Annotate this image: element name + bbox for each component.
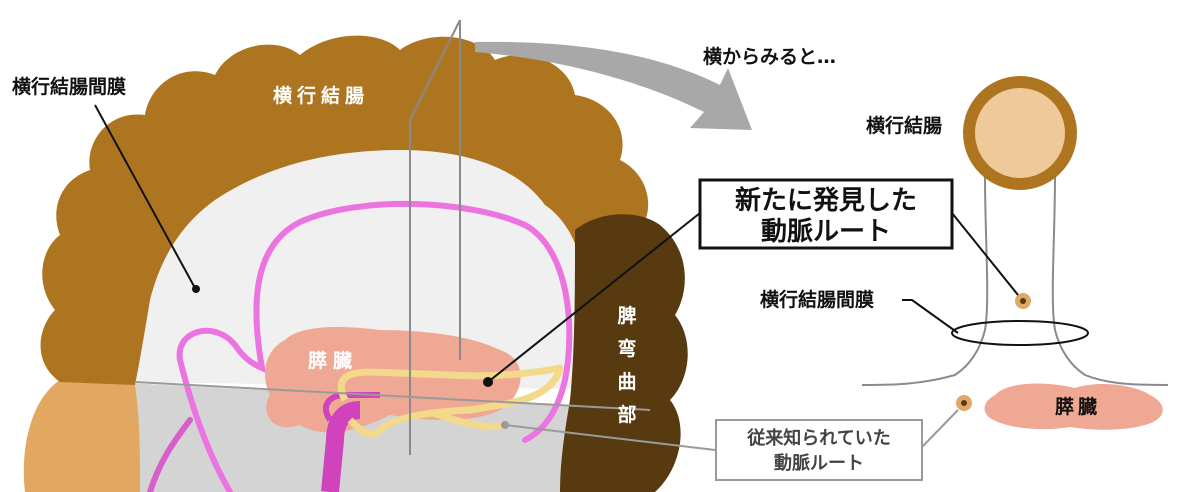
front-view: 横行結腸間膜 横行結腸 膵臓 脾 弯 曲 部 xyxy=(12,19,716,492)
transverse-colon-arc xyxy=(40,35,649,385)
known-route-text-line1: 従来知られていた xyxy=(746,427,890,449)
mesocolon-left-line xyxy=(861,174,989,386)
new-route-callout: 新たに発見した 動脈ルート xyxy=(698,178,954,250)
side-view-arrow xyxy=(475,41,752,130)
mesocolon-right-line xyxy=(1051,174,1169,386)
label-transverse-colon-left: 横行結腸 xyxy=(273,84,369,107)
dot-new-route xyxy=(483,377,493,387)
label-side-view: 横からみると… xyxy=(703,45,836,68)
label-transverse-colon-right: 横行結腸 xyxy=(866,114,942,137)
new-artery-route-lower xyxy=(428,408,506,430)
dot-mesocolon-left xyxy=(192,285,200,293)
leader-known-box-to-dot xyxy=(921,409,959,448)
label-transverse-mesocolon-left: 横行結腸間膜 xyxy=(12,75,126,98)
leader-known-route xyxy=(504,424,716,451)
artery-loop-pink xyxy=(176,200,573,492)
sagittal-plane-line-2 xyxy=(409,19,461,121)
new-route-text-line1: 新たに発見した xyxy=(735,185,917,216)
known-route-box xyxy=(715,419,923,481)
colon-left-lower xyxy=(23,373,140,492)
plane-edge-line xyxy=(134,381,651,411)
label-pancreas-right: 膵臓 xyxy=(1055,395,1101,418)
label-splenic-flexure-4: 部 xyxy=(617,403,636,426)
known-route-dot-center xyxy=(961,400,967,406)
colon-lumen xyxy=(975,88,1065,178)
known-route-callout: 従来知られていた 動脈ルート xyxy=(715,419,923,481)
splenic-flexure-segment xyxy=(560,214,688,492)
label-splenic-flexure-1: 脾 xyxy=(616,304,636,327)
side-view: 横行結腸 横行結腸間膜 膵臓 xyxy=(760,76,1169,448)
new-route-text-line2: 動脈ルート xyxy=(761,217,891,247)
leader-box-to-new-dot xyxy=(951,212,1019,296)
leader-mesocolon-right xyxy=(902,299,959,334)
leader-mesocolon-left xyxy=(94,104,196,289)
artery-lower-pink xyxy=(147,417,193,492)
label-transverse-mesocolon-right: 横行結腸間膜 xyxy=(760,288,874,311)
artery-trunk-magenta xyxy=(321,401,361,492)
label-pancreas-left: 膵臓 xyxy=(308,349,358,372)
new-route-dot-center xyxy=(1020,298,1026,304)
dot-known-route xyxy=(501,421,509,429)
known-route-text-line2: 動脈ルート xyxy=(774,452,864,474)
new-artery-route xyxy=(337,364,564,438)
leader-new-route xyxy=(487,212,701,383)
pancreas-shape-right xyxy=(984,383,1163,430)
plane-ellipse xyxy=(951,320,1089,346)
label-splenic-flexure-2: 弯 xyxy=(617,337,636,360)
new-route-box xyxy=(698,178,954,250)
label-splenic-flexure-3: 曲 xyxy=(617,371,636,393)
